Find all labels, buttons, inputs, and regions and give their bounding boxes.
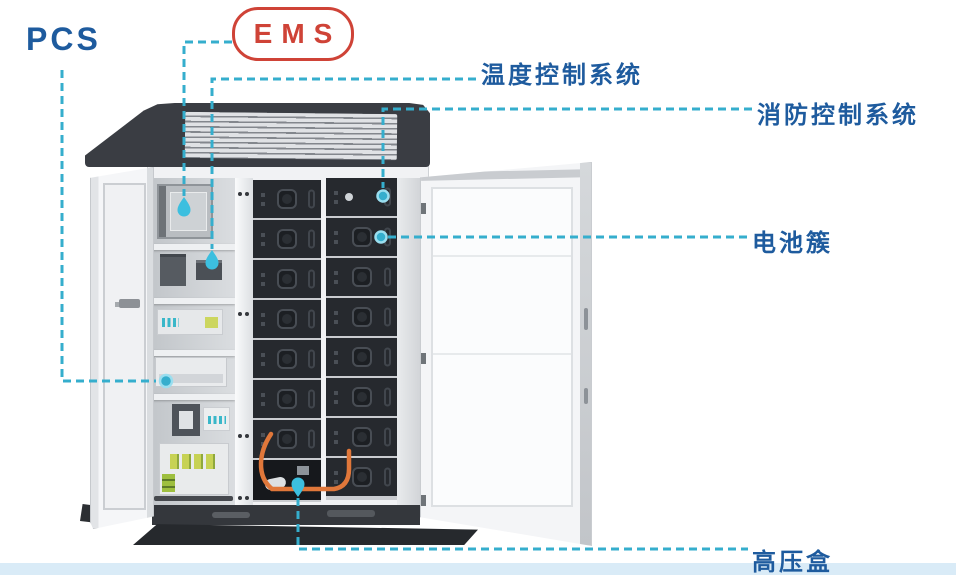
- module-handle: [384, 467, 391, 487]
- module-handle: [384, 187, 391, 207]
- shelf-divider: [152, 394, 235, 400]
- pcs-module: [155, 357, 227, 387]
- module-handle: [308, 269, 315, 289]
- terminal-blocks: [170, 454, 216, 469]
- module-handle: [308, 189, 315, 209]
- cabinet-base: [133, 524, 478, 545]
- left-door-panel: [103, 183, 146, 510]
- module-handle: [308, 429, 315, 449]
- shelf-divider: [152, 244, 235, 250]
- module-handle: [308, 389, 315, 409]
- module-ports: [334, 271, 338, 275]
- cabinet-top-cap: [85, 103, 430, 167]
- module-fan-icon: [351, 227, 372, 247]
- battery-module: [326, 458, 397, 496]
- module-ports: [334, 351, 338, 355]
- battery-module: [253, 180, 321, 218]
- battery-module: [326, 258, 397, 296]
- module-ports: [261, 353, 265, 357]
- module-ports: [261, 233, 265, 237]
- module-fan-icon: [351, 427, 372, 447]
- battery-cluster-label: 电池簇: [752, 230, 833, 257]
- module-fan-icon: [277, 189, 297, 209]
- cable-slot: [154, 496, 233, 501]
- battery-module: [326, 378, 397, 416]
- module-handle: [384, 227, 391, 247]
- battery-module-with-sensor: [326, 178, 397, 216]
- right-door-edge: [580, 163, 591, 545]
- module-ports: [261, 193, 265, 197]
- module-fan-icon: [277, 389, 297, 409]
- module-handle: [308, 229, 315, 249]
- module-ports: [261, 273, 265, 277]
- module-ports: [334, 231, 338, 235]
- module-ports: [334, 391, 338, 395]
- module-ports: [261, 313, 265, 317]
- right-door-panel: [431, 187, 573, 507]
- temperature-control-label: 温度控制系统: [481, 62, 643, 89]
- module-fan-icon: [351, 307, 372, 327]
- ems-display-unit: [157, 184, 213, 239]
- module-handle: [384, 307, 391, 327]
- module-handle: [308, 349, 315, 369]
- footer-strip: [0, 563, 956, 575]
- battery-column-right: [326, 178, 397, 500]
- battery-module: [253, 260, 321, 298]
- module-fan-icon: [277, 429, 297, 449]
- module-fan-icon: [277, 229, 297, 249]
- battery-module: [253, 380, 321, 418]
- cabinet-plinth: [152, 505, 420, 525]
- left-door-handle: [119, 299, 140, 308]
- module-ports: [334, 431, 338, 435]
- battery-module: [253, 340, 321, 378]
- module-handle: [384, 347, 391, 367]
- module-fan-icon: [277, 309, 297, 329]
- module-fan-icon: [277, 349, 297, 369]
- terminal-panel: [159, 443, 229, 495]
- center-frame-post: [235, 178, 253, 505]
- module-fan-icon: [351, 267, 372, 287]
- right-door: [420, 162, 592, 546]
- module-handle: [384, 267, 391, 287]
- temperature-controller-unit: [196, 260, 222, 280]
- battery-module: [326, 218, 397, 256]
- ground-terminals: [162, 474, 175, 492]
- high-voltage-box: [253, 460, 321, 500]
- circuit-breaker: [203, 407, 230, 431]
- left-door: [90, 167, 154, 529]
- battery-module: [326, 298, 397, 336]
- module-ports: [261, 393, 265, 397]
- shelf-divider: [152, 298, 235, 304]
- contactor: [172, 404, 200, 436]
- module-fan-icon: [351, 347, 372, 367]
- shelf-divider: [152, 350, 235, 356]
- module-ports: [334, 311, 338, 315]
- hinge-dots: [238, 192, 242, 196]
- ems-badge: EMS: [232, 7, 354, 61]
- pcs-label: PCS: [26, 21, 101, 57]
- module-handle: [384, 427, 391, 447]
- battery-module: [326, 338, 397, 376]
- circuit-breaker-row: [157, 309, 223, 335]
- aux-control-box: [160, 254, 186, 286]
- control-compartment: [152, 178, 235, 505]
- module-fan-icon: [351, 467, 372, 487]
- battery-column-left: [253, 180, 321, 502]
- module-ports: [334, 471, 338, 475]
- battery-module: [253, 300, 321, 338]
- module-ports: [334, 191, 338, 195]
- battery-module: [253, 220, 321, 258]
- right-door-top-edge: [420, 169, 592, 181]
- module-fan-icon: [351, 387, 372, 407]
- battery-module: [253, 420, 321, 458]
- ventilation-grille: [184, 111, 398, 161]
- module-fan-icon: [277, 269, 297, 289]
- battery-module: [326, 418, 397, 456]
- module-handle: [384, 387, 391, 407]
- fire-control-label: 消防控制系统: [757, 102, 919, 129]
- module-ports: [261, 433, 265, 437]
- right-door-hinges: [421, 203, 426, 214]
- high-voltage-box-label: 高压盒: [752, 549, 833, 575]
- module-handle: [308, 309, 315, 329]
